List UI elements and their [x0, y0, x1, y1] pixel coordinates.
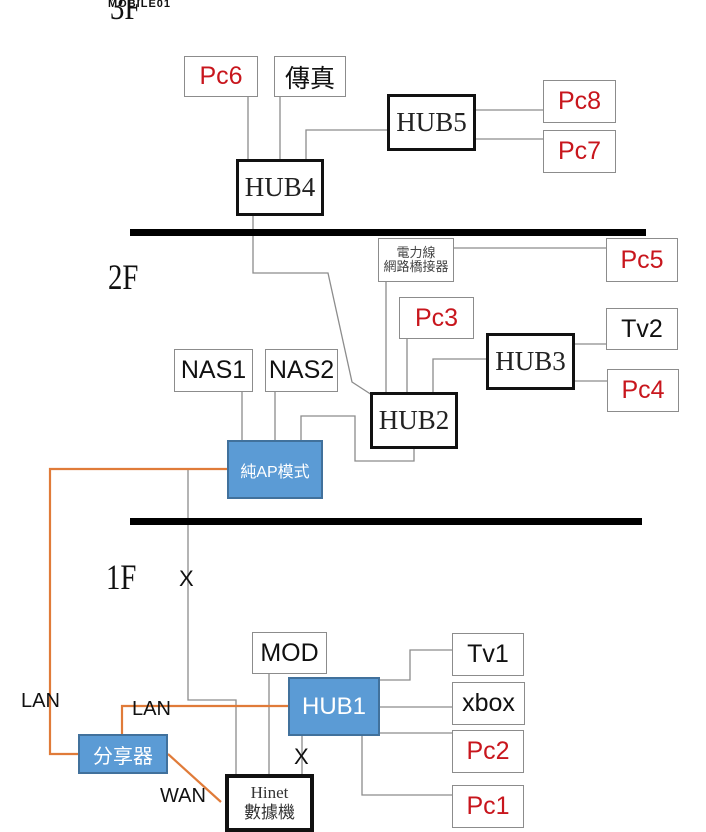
router[interactable]: 分享器 — [78, 734, 168, 774]
lan-wire-ap-router — [48, 467, 228, 756]
modem-line2: 數據機 — [244, 803, 295, 822]
device-pc1[interactable]: Pc1 — [452, 785, 524, 828]
device-mod[interactable]: MOD — [252, 632, 327, 674]
lan-wire-router-hub1 — [120, 704, 288, 734]
lan-label-left: LAN — [21, 690, 60, 712]
device-pc4[interactable]: Pc4 — [607, 369, 679, 412]
powerline-bridge-line2: 網路橋接器 — [383, 259, 449, 274]
lan-label-middle: LAN — [132, 698, 171, 720]
access-point[interactable]: 純AP模式 — [227, 440, 323, 499]
device-tv1[interactable]: Tv1 — [452, 633, 524, 676]
hub5[interactable]: HUB5 — [387, 94, 476, 151]
hub2[interactable]: HUB2 — [370, 392, 458, 449]
floor-label-1f: 1F — [106, 557, 137, 597]
wire-hub4-hub5 — [305, 129, 388, 160]
powerline-bridge[interactable]: 電力線 網路橋接器 — [378, 238, 454, 282]
device-pc3[interactable]: Pc3 — [399, 297, 474, 339]
wire-hub1-pc1 — [361, 735, 452, 796]
floor-divider-2f-1f — [130, 518, 642, 525]
hub1[interactable]: HUB1 — [288, 677, 380, 736]
device-xbox[interactable]: xbox — [452, 682, 525, 725]
device-pc5[interactable]: Pc5 — [606, 238, 678, 282]
device-nas2[interactable]: NAS2 — [265, 349, 338, 392]
hub4[interactable]: HUB4 — [236, 159, 324, 216]
device-pc7[interactable]: Pc7 — [543, 130, 616, 173]
powerline-bridge-line1: 電力線 — [396, 245, 436, 260]
floor-divider-3f-2f — [130, 229, 646, 236]
wan-wire-router-modem — [167, 753, 222, 803]
disconnect-mark-bottom: X — [294, 744, 309, 769]
floor-label-2f: 2F — [108, 257, 139, 297]
hub3[interactable]: HUB3 — [486, 333, 575, 390]
wire-hub4-hub2 — [252, 214, 373, 396]
modem-line1: Hinet — [250, 783, 289, 802]
device-pc6[interactable]: Pc6 — [184, 56, 258, 97]
disconnect-mark-top: X — [179, 566, 194, 591]
wire-ap-modem — [187, 468, 237, 775]
device-pc8[interactable]: Pc8 — [543, 80, 616, 123]
wire-hub2-hub3 — [432, 358, 487, 393]
device-fax[interactable]: 傳真 — [274, 56, 346, 97]
mobile01-logo-icon: MOBILE01 — [108, 0, 172, 10]
hinet-modem[interactable]: Hinet 數據機 — [225, 774, 314, 832]
wire-ap-hub2 — [300, 415, 415, 462]
device-nas1[interactable]: NAS1 — [174, 349, 253, 392]
device-tv2[interactable]: Tv2 — [606, 308, 678, 350]
device-pc2[interactable]: Pc2 — [452, 730, 524, 773]
wan-label: WAN — [160, 785, 206, 807]
floor-label-3f: 3F — [110, 0, 141, 27]
wire-hub1-tv1 — [380, 649, 452, 681]
